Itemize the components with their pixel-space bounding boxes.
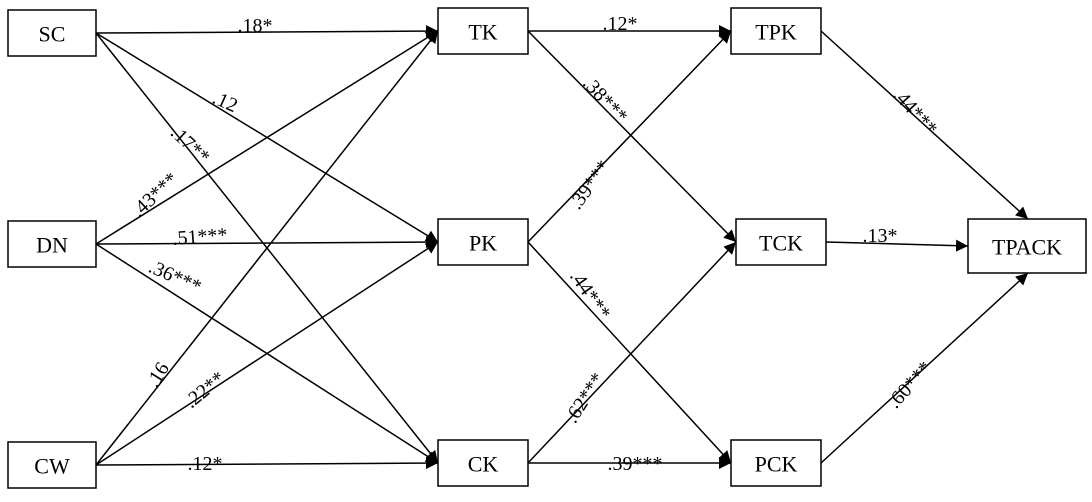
node-label-tpack: TPACK xyxy=(992,235,1062,260)
node-box-tpack xyxy=(967,218,1087,274)
edge-pck-tpack xyxy=(820,272,1029,464)
edge-label-cw-tk: .16 xyxy=(142,359,174,392)
edge-pk-pck xyxy=(527,241,732,464)
node-box-pck xyxy=(730,439,822,487)
node-box-tpk xyxy=(730,7,822,55)
node-box-sc xyxy=(7,9,97,57)
edge-label-ck-tck: .62*** xyxy=(561,369,609,427)
node-label-pck: PCK xyxy=(755,452,798,477)
edge-label-tk-tpk: .12* xyxy=(603,13,638,35)
edges-layer xyxy=(95,25,1029,470)
node-box-ck xyxy=(437,439,529,487)
nodes-layer: SC DN CW TK PK CK TPK TCK PCK TPACK xyxy=(7,7,1087,489)
node-label-cw: CW xyxy=(34,454,70,479)
edge-label-sc-tk: .18* xyxy=(238,15,273,37)
edge-label-dn-pk: .51*** xyxy=(172,224,228,250)
node-label-sc: SC xyxy=(39,22,66,47)
node-label-pk: PK xyxy=(469,231,497,256)
node-dn: DN xyxy=(7,220,97,268)
edge-cw-ck xyxy=(95,457,439,470)
edge-dn-tk xyxy=(95,30,439,245)
edge-label-tpk-tpack: .44*** xyxy=(888,84,941,140)
edge-label-pk-tpk: .39*** xyxy=(565,156,615,213)
node-label-tpk: TPK xyxy=(755,20,797,45)
edge-tk-tck xyxy=(527,30,737,243)
node-tpk: TPK xyxy=(730,7,822,55)
node-pk: PK xyxy=(437,218,529,266)
node-label-ck: CK xyxy=(468,452,499,477)
node-box-cw xyxy=(7,441,97,489)
edge-cw-pk xyxy=(95,241,439,466)
edge-label-pk-pck: .44*** xyxy=(565,266,615,324)
edge-tck-tpack xyxy=(825,239,969,252)
node-cw: CW xyxy=(7,441,97,489)
node-tck: TCK xyxy=(735,218,827,266)
edge-label-dn-ck: .36*** xyxy=(145,256,204,298)
edge-label-tk-tck: .38*** xyxy=(578,72,632,127)
node-tk: TK xyxy=(437,7,529,55)
edge-label-pck-tpack: .60*** xyxy=(883,357,936,413)
edge-label-sc-ck: .17** xyxy=(166,122,214,169)
node-pck: PCK xyxy=(730,439,822,487)
edge-label-cw-pk: .22** xyxy=(181,367,230,412)
node-sc: SC xyxy=(7,9,97,57)
node-box-pk xyxy=(437,218,529,266)
edge-label-ck-pck: .39*** xyxy=(608,453,663,475)
edge-label-tck-tpack: .13* xyxy=(863,225,898,247)
edge-tpk-tpack xyxy=(820,30,1029,220)
node-box-tck xyxy=(735,218,827,266)
edge-cw-tk xyxy=(95,30,439,466)
edge-dn-pk xyxy=(95,236,439,249)
node-box-dn xyxy=(7,220,97,268)
node-ck: CK xyxy=(437,439,529,487)
node-box-tk xyxy=(437,7,529,55)
node-label-tk: TK xyxy=(468,20,497,45)
node-label-dn: DN xyxy=(36,233,68,258)
edge-label-cw-ck: .12* xyxy=(188,453,223,475)
edge-ck-tck xyxy=(527,241,737,464)
node-label-tck: TCK xyxy=(759,231,803,256)
node-tpack: TPACK xyxy=(967,218,1087,274)
edge-label-sc-pk: .12 xyxy=(209,87,241,117)
edge-sc-tk xyxy=(95,25,439,38)
edge-pk-tpk xyxy=(527,30,732,243)
